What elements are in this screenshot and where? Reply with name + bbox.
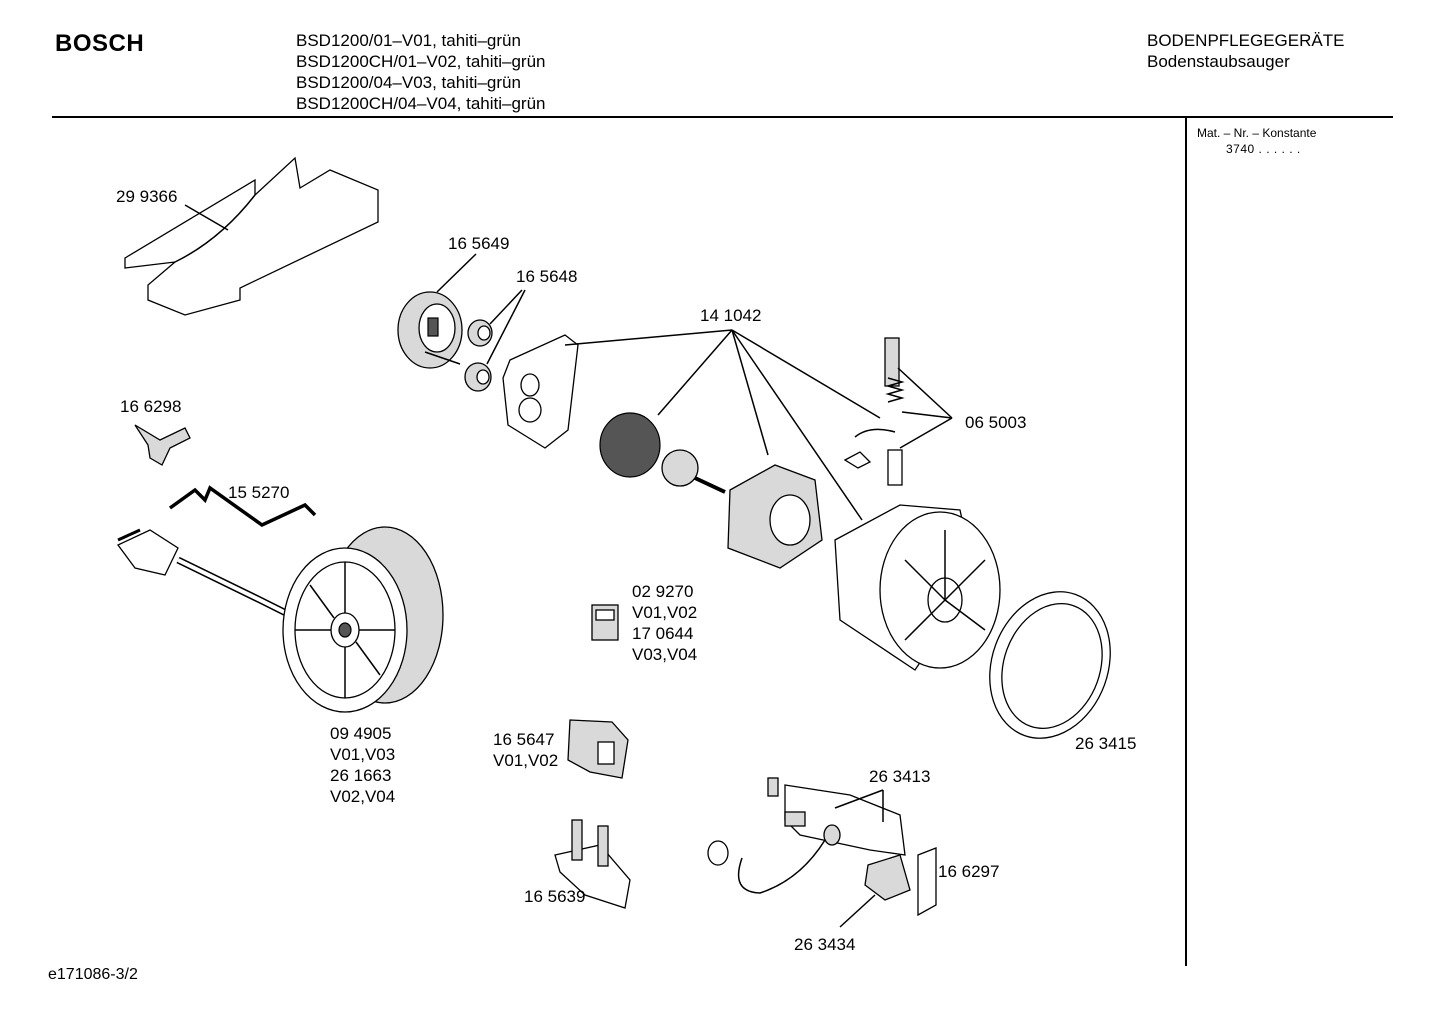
material-constant-panel: Mat. – Nr. – Konstante 3740 . . . . . . <box>1197 125 1316 157</box>
label-165647: 16 5647 <box>493 730 554 749</box>
label-165639: 16 5639 <box>524 887 585 906</box>
part-armature <box>599 329 733 494</box>
material-constant-title: Mat. – Nr. – Konstante <box>1197 126 1317 140</box>
label-166298: 16 6298 <box>120 397 181 416</box>
brand-logo: BOSCH <box>55 30 145 57</box>
part-299366-plate <box>124 156 379 316</box>
label-299366: 29 9366 <box>116 187 177 206</box>
part-166297-plate <box>917 847 937 917</box>
label-263434: 26 3434 <box>794 935 855 954</box>
part-065003-brushes <box>843 337 953 486</box>
part-165649-ring <box>397 253 477 369</box>
part-motor-bracket <box>502 329 733 449</box>
label-170644-variant: V03,V04 <box>632 645 697 664</box>
category-block: BODENPFLEGEGERÄTE Bodenstaubsauger <box>1147 30 1344 72</box>
label-263415: 26 3415 <box>1075 734 1136 753</box>
label-261663: 26 1663 <box>330 766 391 785</box>
material-constant-value: 3740 . . . . . . <box>1226 142 1301 156</box>
part-263434-bracket <box>839 854 911 928</box>
part-motor-housing <box>727 329 823 569</box>
part-165639-holder <box>554 819 631 909</box>
label-165647-variant: V01,V02 <box>493 751 558 770</box>
label-094905-variant: V01,V03 <box>330 745 395 764</box>
label-141042: 14 1042 <box>700 306 761 325</box>
model-line-3: BSD1200/04–V03, tahiti–grün <box>296 73 521 92</box>
label-166297: 16 6297 <box>938 862 999 881</box>
part-263415-ring <box>989 591 1111 739</box>
document-id: e171086-3/2 <box>48 966 138 983</box>
model-list: BSD1200/01–V01, tahiti–grün BSD1200CH/01… <box>296 30 546 114</box>
part-165647-connector <box>567 719 629 779</box>
category-title: BODENPFLEGEGERÄTE <box>1147 31 1345 50</box>
label-065003: 06 5003 <box>965 413 1026 432</box>
label-170644: 17 0644 <box>632 624 693 643</box>
label-165648: 16 5648 <box>516 267 577 286</box>
label-165649: 16 5649 <box>448 234 509 253</box>
part-166298-clip <box>134 424 191 466</box>
part-263413-board <box>707 777 906 894</box>
model-line-1: BSD1200/01–V01, tahiti–grün <box>296 31 521 50</box>
part-fan-housing <box>731 329 1001 671</box>
part-165648-bearings <box>464 289 526 392</box>
label-261663-variant: V02,V04 <box>330 787 395 806</box>
model-line-4: BSD1200CH/04–V04, tahiti–grün <box>296 94 546 113</box>
label-094905: 09 4905 <box>330 724 391 743</box>
part-094905-cable-reel <box>282 526 444 713</box>
part-029270-switch <box>591 604 619 641</box>
label-029270: 02 9270 <box>632 582 693 601</box>
label-155270: 15 5270 <box>228 483 289 502</box>
part-155270-wire <box>168 485 317 528</box>
label-029270-variant: V01,V02 <box>632 603 697 622</box>
category-subtitle: Bodenstaubsauger <box>1147 52 1290 71</box>
model-line-2: BSD1200CH/01–V02, tahiti–grün <box>296 52 546 71</box>
label-263413: 26 3413 <box>869 767 930 786</box>
